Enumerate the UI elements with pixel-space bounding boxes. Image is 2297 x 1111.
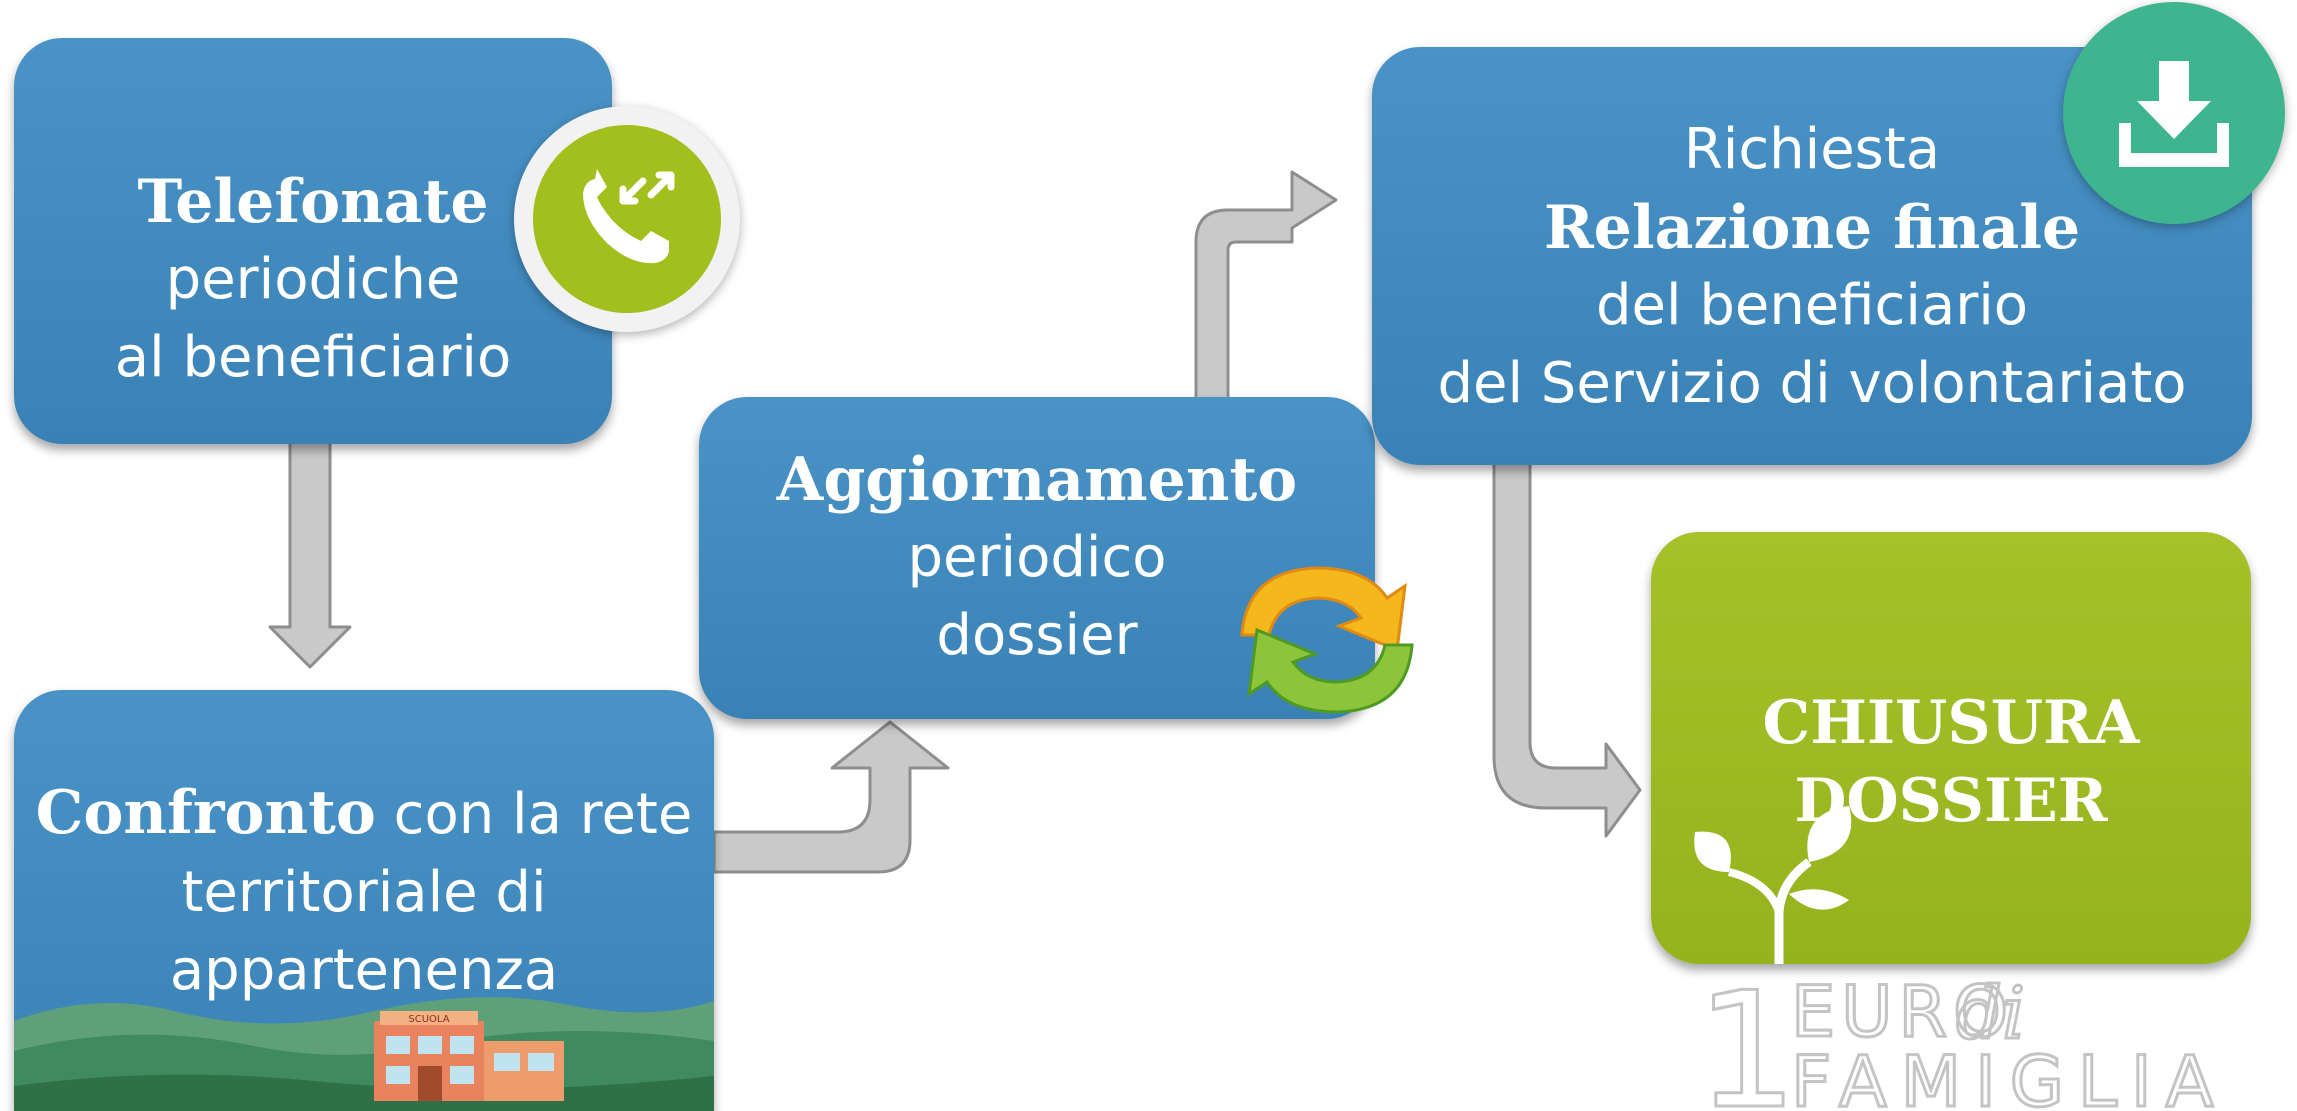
download-icon [2119, 61, 2229, 167]
logo-word1: EURO [1791, 971, 2014, 1053]
phone-call-icon [583, 169, 675, 264]
download-badge [2063, 2, 2285, 224]
confronto-title: Confronto [35, 778, 376, 848]
arrow-up-right [712, 720, 950, 874]
chiusura-box: CHIUSURA DOSSIER [1651, 532, 2251, 964]
telefonate-line3: al beneficiario [114, 325, 512, 390]
phone-badge [514, 106, 740, 332]
logo-numeral: 1 [1696, 966, 1798, 1111]
logo-word2: FAMIGLIA [1791, 1041, 2228, 1111]
richiesta-title: Relazione finale [1543, 193, 2081, 263]
arrow-down [268, 438, 352, 669]
euro-di-famiglia-logo: 1 EURO di FAMIGLIA [1696, 966, 2228, 1111]
logo-script: di [1956, 971, 2025, 1055]
aggiornamento-title: Aggiornamento [776, 445, 1298, 515]
sprout-icon [1694, 806, 1852, 964]
aggiornamento-line2: periodico [907, 525, 1167, 590]
richiesta-line4: del Servizio di volontariato [1437, 351, 2187, 416]
aggiornamento-line3: dossier [936, 603, 1138, 668]
chiusura-line2: DOSSIER [1794, 766, 2108, 836]
confronto-line2: territoriale di [181, 860, 547, 925]
school-sign: SCUOLA [408, 1014, 449, 1025]
telefonate-box: Telefonate periodiche al beneficiario [14, 38, 612, 444]
arrow-down-right [1492, 458, 1642, 838]
richiesta-line3: del beneficiario [1595, 273, 2029, 338]
chiusura-line1: CHIUSURA [1762, 688, 2140, 758]
confronto-rest: con la rete [375, 782, 693, 847]
telefonate-line2: periodiche [165, 247, 461, 312]
telefonate-title: Telefonate [137, 167, 489, 237]
arrow-up-right-2 [1194, 170, 1338, 412]
school-building: SCUOLA [374, 1011, 564, 1101]
landscape-illustration: SCUOLA [14, 997, 714, 1111]
confronto-box: Confronto con la rete territoriale di ap… [14, 690, 714, 1111]
confronto-line3: appartenenza [169, 938, 559, 1003]
richiesta-line1: Richiesta [1683, 117, 1941, 182]
